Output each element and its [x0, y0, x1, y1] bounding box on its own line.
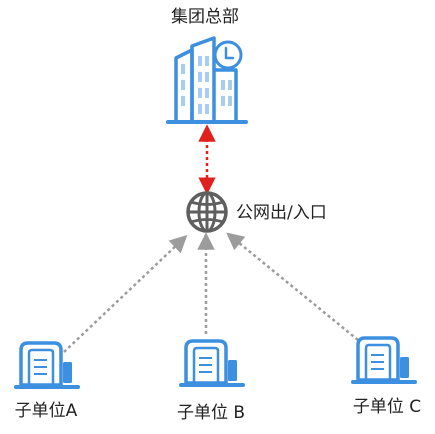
gateway-node: 公网出/入口 [186, 191, 327, 233]
branch-c-node: 子单位 C [351, 336, 421, 417]
branch-c-gateway-link [226, 232, 359, 341]
globe-icon [186, 191, 228, 233]
headquarters-node: 集团总部 [166, 7, 248, 124]
headquarters-label: 集团总部 [171, 7, 239, 27]
office-building-clock-icon [166, 36, 248, 124]
branch-a-node: 子单位A [14, 341, 80, 421]
branch-c-label: 子单位 C [353, 397, 421, 417]
branch-b-label: 子单位 B [177, 403, 245, 423]
branch-a-label: 子单位A [15, 401, 78, 421]
server-icon [14, 341, 80, 389]
gateway-label: 公网出/入口 [236, 203, 327, 223]
branch-b-node: 子单位 B [177, 339, 245, 423]
branch-a-gateway-link [63, 234, 188, 353]
server-icon [351, 336, 417, 384]
server-icon [179, 339, 245, 387]
